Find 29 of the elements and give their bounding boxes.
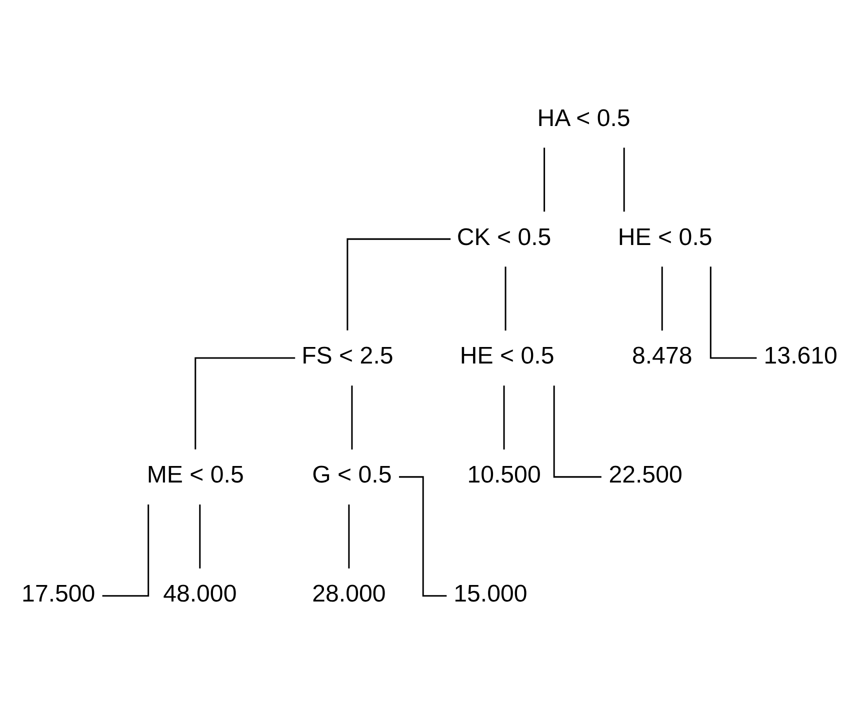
- connector: [623, 147, 625, 212]
- connector: [544, 147, 546, 212]
- node-text: 17.500: [22, 580, 96, 608]
- node-text: 10.500: [467, 461, 541, 488]
- node-text: FS < 2.5: [302, 342, 394, 370]
- node-text: 8.478: [632, 342, 692, 370]
- node-text: CK < 0.5: [456, 223, 552, 250]
- connector: [553, 385, 602, 478]
- node-text: 13.610: [764, 342, 838, 370]
- connector: [348, 504, 350, 568]
- connector: [710, 266, 757, 358]
- node-text: HE < 0.5: [460, 342, 554, 370]
- connector: [346, 238, 451, 330]
- node-text: 22.500: [608, 461, 682, 488]
- connector: [194, 356, 296, 449]
- connector: [504, 266, 506, 330]
- connector: [102, 504, 150, 596]
- node-text: HA < 0.5: [537, 104, 630, 132]
- connector: [199, 504, 201, 568]
- node-text: ME < 0.5: [146, 461, 244, 488]
- node-text: HE < 0.5: [618, 223, 712, 250]
- node-text: G < 0.5: [312, 461, 392, 488]
- node-text: 15.000: [454, 580, 528, 608]
- node-text: 28.000: [312, 580, 386, 608]
- connector: [399, 476, 447, 596]
- connector: [503, 385, 505, 449]
- connector: [351, 385, 353, 449]
- connector: [661, 266, 663, 330]
- node-text: 48.000: [163, 580, 237, 608]
